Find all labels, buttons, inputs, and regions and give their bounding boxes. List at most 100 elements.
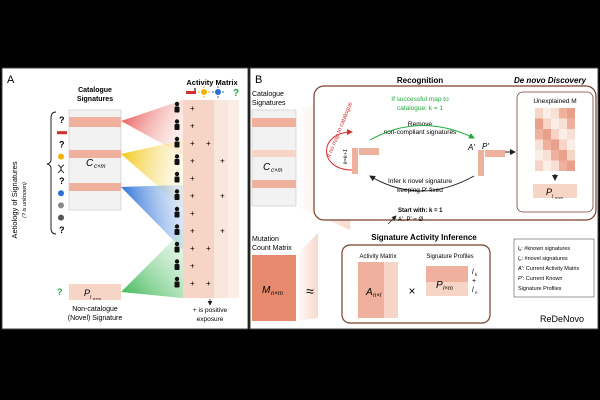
smoking-icon xyxy=(57,131,67,135)
plus-mark: + xyxy=(220,157,225,166)
unexplained-cell xyxy=(535,129,543,140)
side-ln-sub: n xyxy=(475,290,478,295)
infer-line-2: keeping P' fixed xyxy=(397,187,443,194)
unexplained-cell xyxy=(567,108,575,119)
start-arrow xyxy=(387,215,397,225)
exposure-marks: +++++++++++++++++ xyxy=(190,104,225,288)
chemical-icon xyxy=(58,202,64,209)
unexplained-cell xyxy=(543,108,551,119)
p-prime-matrix-left xyxy=(359,148,379,155)
novel-matrix-a-symbol: P xyxy=(84,288,90,298)
green-question-mark: ? xyxy=(233,88,239,99)
aetiology-label-2: (? is unknown) xyxy=(22,182,28,218)
sai-activity-label: Activity Matrix xyxy=(359,254,396,260)
activity-matrix-title: Activity Matrix xyxy=(186,78,238,87)
plus-mark: + xyxy=(190,174,195,183)
side-lk: l xyxy=(472,269,474,276)
catalogue-row xyxy=(252,118,296,127)
unexplained-cell xyxy=(567,160,575,171)
plus-mark: + xyxy=(190,104,195,113)
smoking-icon xyxy=(186,88,196,94)
dna-icon xyxy=(57,164,65,174)
unexplained-label: Unexplained M xyxy=(533,98,576,105)
question-mark-icon: ? xyxy=(59,115,65,125)
unexplained-cell xyxy=(559,108,567,119)
p-matrix-sub: l×m xyxy=(443,286,453,292)
legend-item: ln: #novel signatures xyxy=(518,256,568,262)
plus-mark: + xyxy=(190,157,195,166)
unexplained-cell xyxy=(551,118,559,129)
person-icon xyxy=(174,189,180,200)
mutation-title-2: Count Matrix xyxy=(252,245,292,252)
exposure-note-line2: exposure xyxy=(197,316,224,323)
unexplained-cell xyxy=(551,108,559,119)
unexplained-cell xyxy=(551,139,559,150)
recognition-title: Recognition xyxy=(397,76,443,85)
person-icon xyxy=(174,224,180,235)
no-map-loop-arrow xyxy=(326,129,353,171)
catalogue-matrix-b-symbol: C xyxy=(263,162,271,173)
unexplained-cell xyxy=(559,118,567,129)
person-icon xyxy=(174,171,180,183)
person-icon xyxy=(174,259,180,270)
unexplained-cell xyxy=(567,129,575,140)
unexplained-cell xyxy=(543,118,551,129)
unexplained-matrix xyxy=(535,108,575,171)
activity-matrix-column xyxy=(214,100,228,298)
panel-b: B Catalogue Signatures C c×m Mutation Co… xyxy=(249,67,599,330)
unexplained-cell xyxy=(567,139,575,150)
virus-icon xyxy=(58,190,64,197)
legend-item: P': Current Known xyxy=(518,276,562,282)
activity-matrix-column xyxy=(228,100,239,298)
remove-line-2: non-compliant signatures xyxy=(384,129,457,136)
a-matrix-sub: n×l xyxy=(373,293,382,299)
start-line-2: A', P' = Ø xyxy=(398,217,423,223)
unexplained-cell xyxy=(551,129,559,140)
mutation-fan xyxy=(296,233,318,321)
catalogue-matrix-a-symbol: C xyxy=(86,158,94,169)
plus-mark: + xyxy=(190,209,195,218)
success-line-2: catalogue: k = 1 xyxy=(397,105,443,112)
a-prime-label: A' xyxy=(467,143,475,152)
catalogue-title-b-2: Signatures xyxy=(252,100,286,107)
panel-a: A Activity Matrix ? xyxy=(1,67,249,330)
person-icon xyxy=(174,136,180,148)
plus-mark: + xyxy=(206,279,211,288)
catalogue-title-a-2: Signatures xyxy=(77,96,113,103)
infer-arrow xyxy=(369,175,475,192)
remove-line-1: Remove xyxy=(408,121,433,128)
aetiology-label-1: Aetiology of Signatures xyxy=(10,161,19,238)
novel-matrix-b-symbol: P xyxy=(546,187,552,197)
novel-fan xyxy=(121,230,183,298)
unexplained-cell xyxy=(551,160,559,171)
person-icon xyxy=(174,241,180,253)
smoking-fan xyxy=(121,100,183,155)
legend-item: Signature Profiles xyxy=(518,286,562,292)
p-matrix-novel-part xyxy=(426,282,468,296)
mutation-matrix-sub: n×m xyxy=(271,291,283,297)
unexplained-cell xyxy=(543,139,551,150)
sun-icon xyxy=(58,153,64,160)
unexplained-cell xyxy=(535,160,543,171)
plus-mark: + xyxy=(190,244,195,253)
legend-box xyxy=(513,238,595,298)
person-icon xyxy=(174,154,180,165)
unexplained-cell xyxy=(543,129,551,140)
novel-matrix-a-sub: l xyxy=(90,295,92,301)
a-prime-matrix-left xyxy=(352,148,358,174)
drug-icon xyxy=(58,214,64,221)
sai-title: Signature Activity Inference xyxy=(371,233,477,242)
patient-icons xyxy=(174,101,180,288)
legend-item: lk: #known signatures xyxy=(518,246,570,252)
plus-mark: + xyxy=(220,227,225,236)
plus-mark: + xyxy=(220,192,225,201)
novel-caption-1: Non-catalogue xyxy=(72,306,118,313)
p-prime-matrix-right xyxy=(485,150,505,157)
question-mark-icon: ? xyxy=(59,176,65,186)
unexplained-cell xyxy=(559,150,567,161)
person-icon xyxy=(174,119,180,130)
unexplained-cell xyxy=(559,160,567,171)
aetiology-bracket xyxy=(46,111,57,235)
unexplained-cell xyxy=(567,150,575,161)
mutation-title-1: Mutation xyxy=(252,236,279,243)
